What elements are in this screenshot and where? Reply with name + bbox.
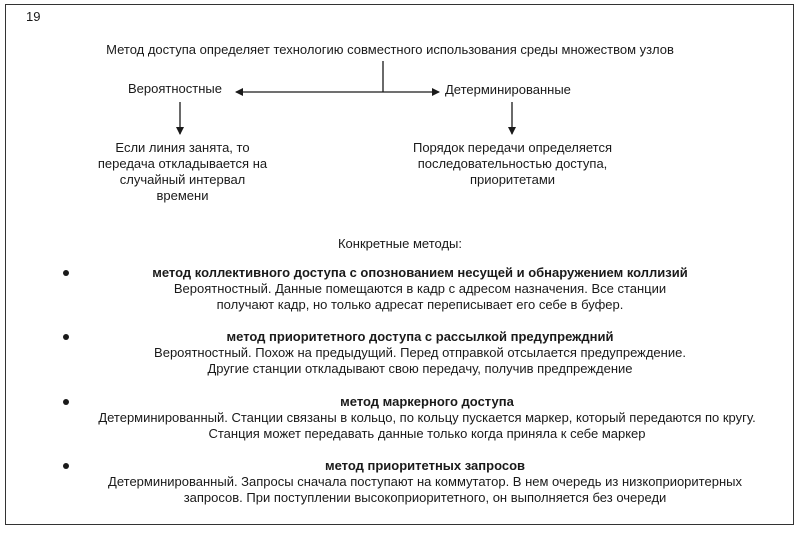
method-item-priority-requests: метод приоритетных запросов Детерминиров… [80, 458, 770, 506]
probabilistic-description: Если линия занята, то передача откладыва… [97, 140, 268, 203]
probabilistic-label: Вероятностные [128, 81, 222, 96]
method-description-line: Вероятностный. Похож на предыдущий. Пере… [154, 345, 686, 360]
bullet-icon [63, 399, 69, 405]
slide-frame [5, 4, 794, 525]
method-item-csma-cd: метод коллективного доступа с опозновани… [100, 265, 740, 313]
method-description-line: Вероятностный. Данные помещаются в кадр … [173, 281, 667, 296]
bullet-icon [63, 463, 69, 469]
method-description-line: Станция может передавать данные только к… [208, 426, 646, 441]
method-title: метод приоритетных запросов [325, 458, 525, 473]
method-description-line: Детерминированный. Станции связаны в кол… [98, 410, 756, 425]
deterministic-label: Детерминированные [445, 82, 571, 97]
bullet-icon [63, 334, 69, 340]
method-item-priority-warning: метод приоритетного доступа с рассылкой … [100, 329, 740, 377]
bullet-icon [63, 270, 69, 276]
method-item-token-passing: метод маркерного доступа Детерминированн… [70, 394, 784, 442]
methods-heading: Конкретные методы: [337, 236, 463, 251]
method-title: метод маркерного доступа [340, 394, 514, 409]
method-title: метод коллективного доступа с опозновани… [152, 265, 688, 280]
deterministic-description: Порядок передачи определяется последоват… [412, 140, 613, 187]
method-title: метод приоритетного доступа с рассылкой … [226, 329, 614, 344]
method-description-line: Детерминированный. Запросы сначала посту… [108, 474, 742, 489]
method-description-line: Другие станции откладывают свою передачу… [207, 361, 633, 376]
access-method-definition: Метод доступа определяет технологию совм… [106, 42, 674, 57]
method-description-line: запросов. При поступлении высокоприорите… [183, 490, 667, 505]
slide-number: 19 [26, 9, 41, 24]
method-description-line: получают кадр, но только адресат перепис… [216, 297, 624, 312]
